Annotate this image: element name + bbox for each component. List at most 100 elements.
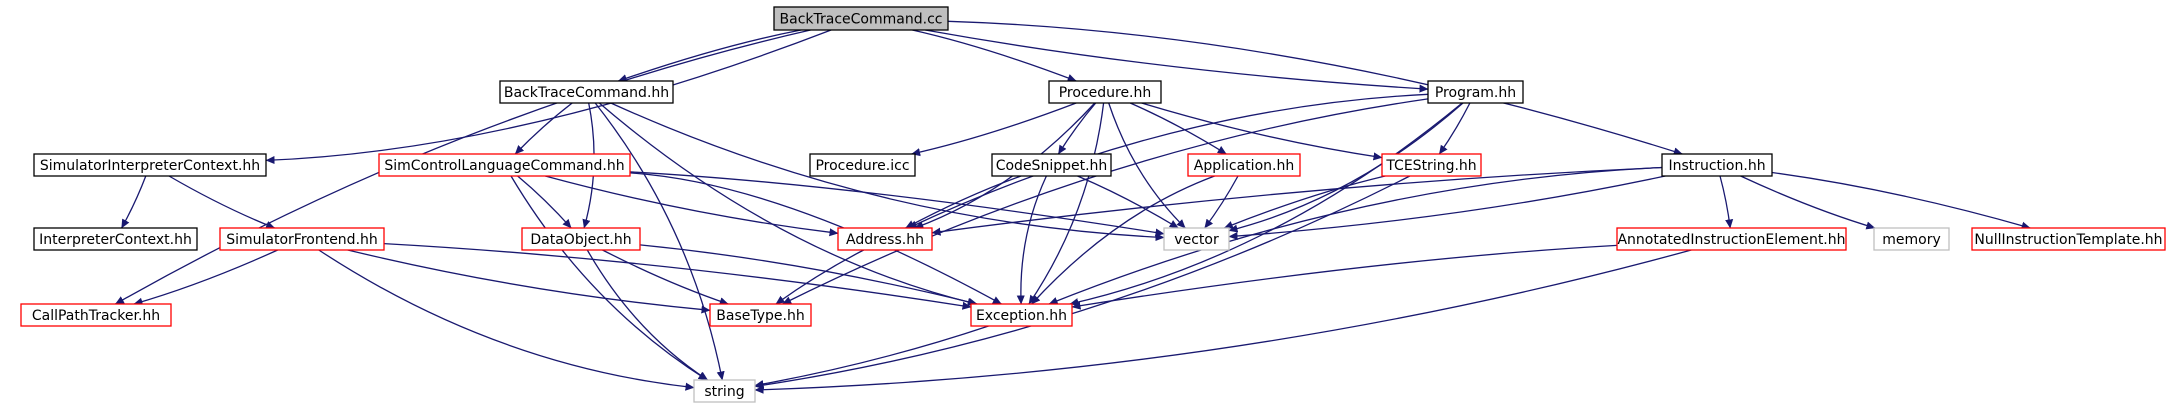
node-interp_ctx[interactable]: InterpreterContext.hh [33,227,198,251]
edge-line [1141,102,1383,161]
node-memory: memory [1873,227,1950,251]
node-basetype[interactable]: BaseType.hh [709,303,812,327]
node-label: AnnotatedInstructionElement.hh [1617,232,1845,248]
edge-line [1048,166,1663,305]
node-box [1381,153,1482,177]
node-backtrace_cc[interactable]: BackTraceCommand.cc [773,6,949,31]
node-sim_frontend[interactable]: SimulatorFrontend.hh [219,227,385,251]
edge-sim_frontend-to-callpath [133,249,278,306]
node-label: CodeSnippet.hh [996,158,1108,174]
node-label: BackTraceCommand.hh [504,85,669,101]
edge-backtrace_cc-to-backtrace_hh [617,29,802,83]
edge-procedure_hh-to-procedure_icc [911,102,1077,157]
node-siminterp_ctx[interactable]: SimulatorInterpreterContext.hh [33,153,267,177]
edge-line [629,172,1002,305]
edge-line [168,175,276,229]
edge-line [1057,102,1097,155]
node-procedure_icc[interactable]: Procedure.icc [809,153,916,177]
node-address[interactable]: Address.hh [837,227,933,251]
edge-line [911,102,1077,157]
edge-line [115,29,811,305]
node-box [20,303,172,327]
edge-instruction_hh-to-memory [1740,175,1876,230]
node-tcestring[interactable]: TCEString.hh [1381,153,1482,177]
node-label: InterpreterContext.hh [39,232,192,248]
node-label: TCEString.hh [1385,158,1476,174]
edge-backtrace_hh-to-exception [598,102,977,306]
node-box [378,153,631,177]
node-box [1661,153,1773,177]
edge-line [1204,175,1239,229]
node-vector: vector [1163,227,1230,251]
node-nullinstr[interactable]: NullInstructionTemplate.hh [1971,227,2166,251]
node-box [837,227,933,251]
edge-line [517,175,572,229]
edge-instruction_hh-to-annotated [1719,175,1734,229]
edge-address-to-basetype [775,249,864,305]
node-label: Exception.hh [976,308,1067,324]
node-box [809,153,916,177]
node-box [33,227,198,251]
edge-simctrl-to-vector [629,171,1165,237]
node-instruction_hh[interactable]: Instruction.hh [1661,153,1773,177]
node-application[interactable]: Application.hh [1187,153,1301,177]
edge-line [602,249,729,306]
edge-line [754,175,1411,390]
edge-line [629,171,1165,237]
node-callpath[interactable]: CallPathTracker.hh [20,303,172,327]
node-exception[interactable]: Exception.hh [970,303,1073,327]
node-annotated[interactable]: AnnotatedInstructionElement.hh [1616,227,1847,251]
edge-backtrace_cc-to-program_hh [925,29,1429,93]
edge-line [1771,171,2031,230]
edge-line [265,29,832,165]
node-dataobject[interactable]: DataObject.hh [521,227,641,251]
edge-procedure_hh-to-codesnippet [1057,102,1097,155]
edge-procedure_hh-to-address [914,102,1096,229]
node-program_hh[interactable]: Program.hh [1427,80,1524,104]
node-label: DataObject.hh [530,232,631,248]
node-label: Instruction.hh [1668,158,1765,174]
node-box [1187,153,1301,177]
edge-exception-to-string [754,325,989,388]
edge-annotated-to-string [754,249,1692,394]
edge-procedure_hh-to-vector [1108,102,1186,229]
node-label: Procedure.icc [815,158,909,174]
node-label: CallPathTracker.hh [32,308,160,324]
node-backtrace_hh[interactable]: BackTraceCommand.hh [499,80,674,104]
edge-instruction_hh-to-exception [1048,166,1663,305]
edge-line [1129,102,1227,155]
edge-backtrace_hh-to-simctrl [514,102,573,155]
node-label: BaseType.hh [716,308,804,324]
edge-line [383,242,972,310]
edge-line [1228,102,1464,233]
edge-line [121,175,147,229]
edge-line [1071,244,1618,310]
node-procedure_hh[interactable]: Procedure.hh [1048,80,1162,104]
edge-backtrace_hh-to-vector [610,102,1165,242]
edge-instruction_hh-to-nullinstr [1771,171,2031,230]
edge-line [1228,175,1666,241]
edge-simctrl-to-address [545,175,839,237]
node-label: BackTraceCommand.cc [780,12,943,28]
edge-line [947,20,1683,156]
edge-backtrace_cc-to-instruction_hh [947,20,1683,156]
edge-line [1108,102,1186,229]
edge-line [754,249,1692,394]
node-label: SimControlLanguageCommand.hh [384,158,624,174]
edge-backtrace_hh-to-string [594,102,725,381]
edge-siminterp_ctx-to-sim_frontend [168,175,276,229]
edge-instruction_hh-to-address [931,166,1663,236]
node-box [991,153,1112,177]
edge-line [905,175,1022,229]
edge-line [598,102,977,306]
node-simctrl[interactable]: SimControlLanguageCommand.hh [378,153,631,177]
edge-program_hh-to-exception [1069,102,1463,307]
edge-line [1077,175,1179,229]
node-codesnippet[interactable]: CodeSnippet.hh [991,153,1112,177]
node-box [521,227,641,251]
edge-annotated-to-exception [1071,244,1618,310]
node-label: SimulatorFrontend.hh [226,232,378,248]
node-label: memory [1882,232,1941,248]
node-box [1873,227,1950,251]
